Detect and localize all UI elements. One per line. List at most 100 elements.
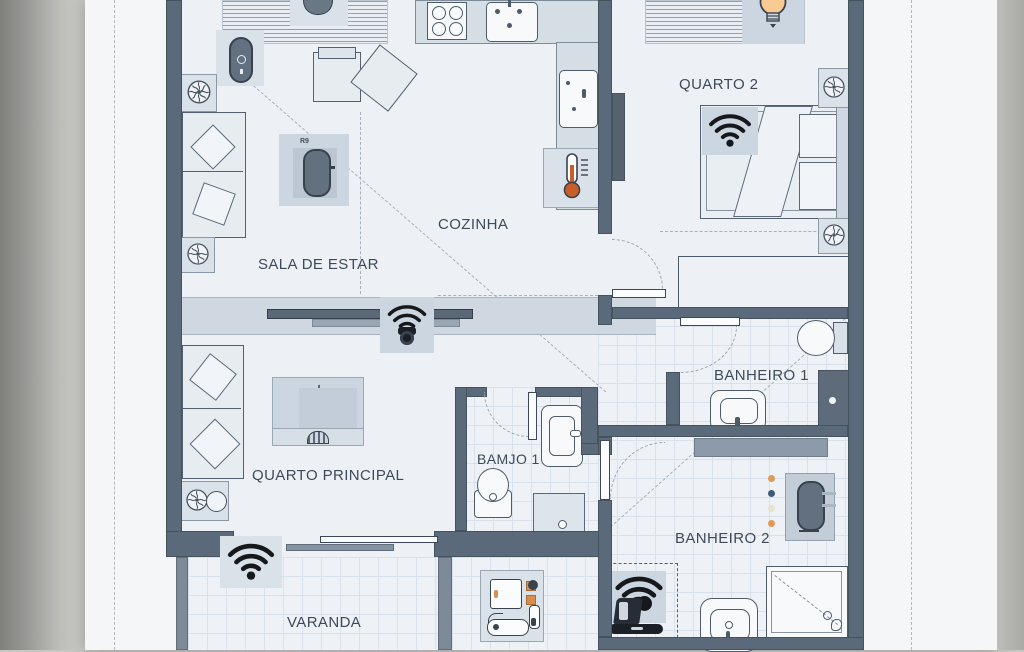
bed-line bbox=[183, 408, 241, 409]
faucet-dot bbox=[517, 9, 522, 14]
dresser bbox=[272, 428, 364, 446]
banho1-sink bbox=[541, 405, 583, 467]
banho1-shower bbox=[533, 493, 585, 533]
base-dot bbox=[493, 624, 499, 630]
wifi-camera-icon[interactable] bbox=[380, 297, 434, 353]
fan-vent-icon[interactable] bbox=[818, 218, 852, 254]
fan-vent-icon[interactable] bbox=[181, 481, 229, 521]
door-leaf-banheiro2[interactable] bbox=[600, 440, 610, 500]
page-margin-right bbox=[997, 0, 1024, 650]
faucet bbox=[735, 417, 740, 427]
sofa-pillow bbox=[192, 182, 236, 226]
base-unit bbox=[487, 619, 529, 636]
status-dot-cream bbox=[768, 505, 775, 512]
smart-monitor-icon[interactable] bbox=[480, 570, 544, 642]
wall-outer-right bbox=[848, 0, 864, 650]
drain2 bbox=[831, 619, 842, 631]
varanda-column-left bbox=[176, 557, 188, 650]
fan-vent-icon[interactable] bbox=[181, 237, 215, 273]
burner bbox=[432, 22, 446, 36]
speaker-on-dresser bbox=[307, 431, 329, 444]
thermostat-icon[interactable] bbox=[543, 148, 602, 208]
smart-speaker-icon[interactable] bbox=[229, 37, 253, 83]
screen-tick bbox=[494, 590, 498, 598]
dot bbox=[572, 107, 576, 111]
bed-pillow bbox=[189, 418, 241, 470]
wall-house-bottom bbox=[598, 637, 864, 650]
wifi-quarto2-icon[interactable] bbox=[702, 107, 758, 155]
fan-vent-icon[interactable] bbox=[181, 74, 217, 112]
drain bbox=[725, 621, 733, 629]
sofa bbox=[182, 112, 246, 238]
speaker-slot bbox=[240, 69, 243, 74]
armchair-back bbox=[318, 47, 356, 59]
wall-banho1-top-b bbox=[535, 387, 598, 397]
drain bbox=[558, 520, 567, 529]
banheiro1-toilet bbox=[797, 320, 835, 356]
wifi-varanda-door-icon[interactable] bbox=[220, 536, 282, 588]
tv-screen bbox=[267, 309, 473, 319]
bed-principal bbox=[182, 345, 244, 479]
air-purifier-halo: R9 bbox=[279, 134, 349, 206]
burner bbox=[449, 22, 463, 36]
bed-quarto2 bbox=[700, 105, 850, 219]
smart-bulb-quarto2-icon[interactable] bbox=[742, 0, 804, 44]
wall-quarto2-divider bbox=[612, 307, 848, 319]
drain-dot bbox=[507, 23, 512, 28]
water-heater-halo bbox=[785, 473, 836, 541]
indicator-square bbox=[526, 595, 536, 605]
wall-banho1-right bbox=[581, 387, 598, 455]
quarto2-zone-line bbox=[660, 231, 846, 232]
fan-vent-icon[interactable] bbox=[818, 68, 852, 108]
faucet-dot bbox=[495, 9, 500, 14]
flush-dot bbox=[489, 493, 497, 501]
burner bbox=[432, 6, 446, 20]
burner bbox=[449, 6, 463, 20]
wall-banho1-left bbox=[455, 387, 467, 531]
wall-hall-elbow bbox=[598, 295, 612, 325]
room-label-banheiro2: BANHEIRO 2 bbox=[675, 530, 770, 547]
robot-vacuum-camera-icon[interactable] bbox=[613, 598, 643, 624]
door-leaf-banheiro1[interactable] bbox=[680, 317, 740, 326]
wall-banho1-top-a bbox=[455, 387, 487, 397]
faucet bbox=[508, 0, 511, 7]
bed-pillow bbox=[799, 114, 839, 158]
wall-banheiro2-left bbox=[598, 500, 612, 637]
sliding-door-panel-a[interactable] bbox=[320, 536, 438, 543]
door-leaf-hall[interactable] bbox=[612, 289, 666, 298]
banheiro1-toilet-tank bbox=[833, 322, 848, 354]
kitchen-sink bbox=[486, 0, 538, 42]
varanda-column-right bbox=[438, 557, 452, 650]
air-purifier-icon[interactable] bbox=[303, 149, 331, 197]
air-purifier-label: R9 bbox=[300, 138, 309, 145]
robot-dock-base bbox=[609, 624, 663, 634]
sliding-door-panel-b[interactable] bbox=[286, 544, 394, 551]
banheiro1-shower-panel bbox=[818, 370, 850, 430]
pipe bbox=[822, 492, 836, 495]
hall-door-panel[interactable] bbox=[612, 93, 625, 181]
water-heater-icon[interactable] bbox=[797, 481, 825, 531]
room-label-banho1: BAMJO 1 bbox=[477, 451, 540, 467]
wand-tip bbox=[531, 618, 536, 626]
vent-circle bbox=[206, 491, 227, 512]
wall-outer-left bbox=[166, 0, 182, 557]
room-label-sala: SALA DE ESTAR bbox=[258, 256, 379, 273]
sofa-pillow bbox=[190, 124, 236, 170]
shower-inner bbox=[771, 571, 842, 633]
banheiro2-shower bbox=[766, 566, 848, 639]
open-plan-boundary bbox=[438, 295, 598, 296]
room-label-varanda: VARANDA bbox=[287, 614, 362, 631]
room-label-banheiro1: BANHEIRO 1 bbox=[714, 367, 809, 384]
shower-knob bbox=[829, 397, 836, 404]
status-dot-orange bbox=[768, 520, 775, 527]
fold-line-right bbox=[911, 0, 912, 650]
fold-line-left bbox=[114, 0, 115, 650]
pipe bbox=[822, 504, 836, 507]
door-leaf-banho1[interactable] bbox=[528, 392, 537, 440]
stove bbox=[427, 2, 467, 40]
indicator-dot bbox=[528, 580, 538, 590]
wall-banheiro1-bottom bbox=[598, 425, 848, 437]
status-dot-orange bbox=[768, 475, 775, 482]
wardrobe bbox=[678, 256, 850, 309]
faucet bbox=[570, 430, 581, 437]
